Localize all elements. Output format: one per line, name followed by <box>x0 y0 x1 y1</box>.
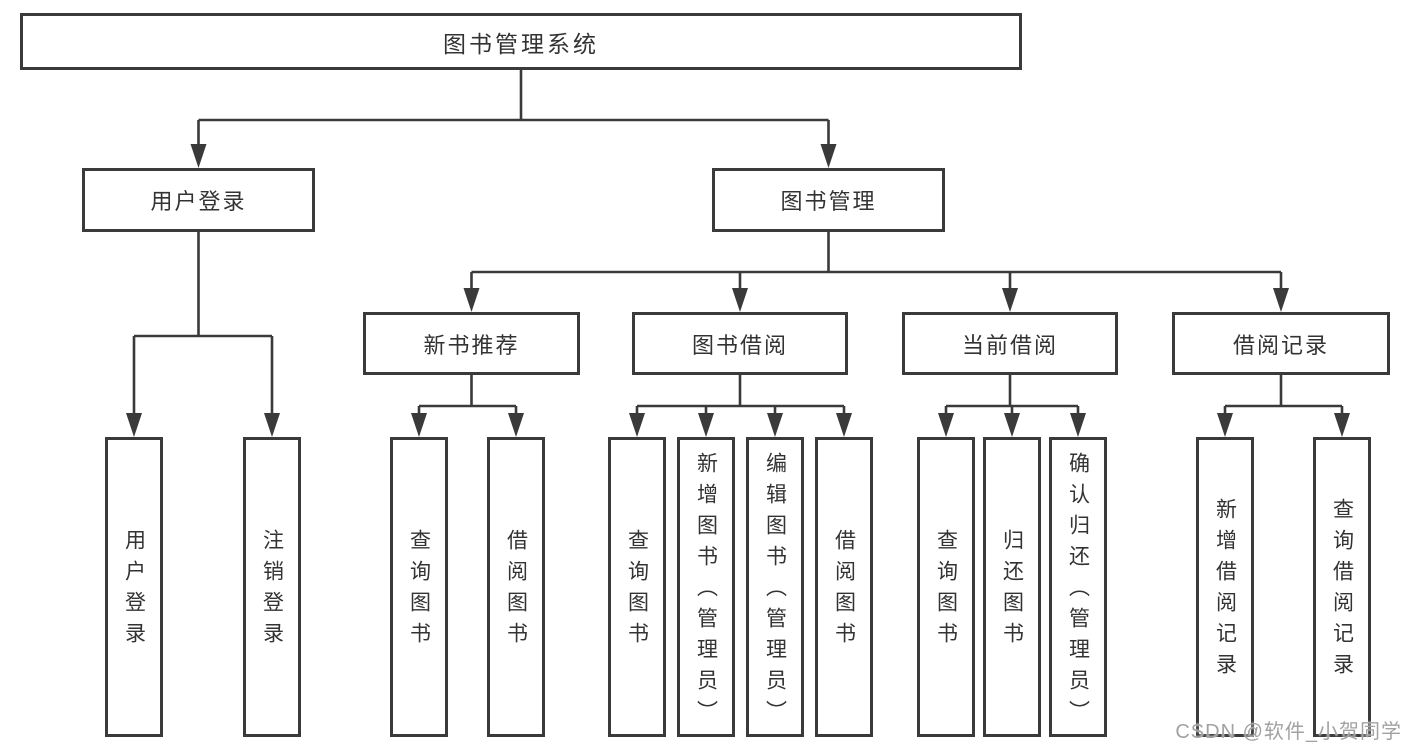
node-leaf-logout: 注销登录 <box>243 437 301 737</box>
node-leaf-query-books-borrow: 查询图书 <box>608 437 666 737</box>
node-leaf-confirm-return-admin: 确认归还（管理员） <box>1049 437 1107 737</box>
node-leaf-borrow-books: 借阅图书 <box>815 437 873 737</box>
node-book-management-branch: 图书管理 <box>712 168 945 232</box>
node-user-login-branch: 用户登录 <box>82 168 315 232</box>
node-book-borrowing: 图书借阅 <box>632 312 848 375</box>
node-current-borrowing: 当前借阅 <box>902 312 1118 375</box>
watermark: CSDN @软件_小贺同学 <box>1175 721 1402 743</box>
node-leaf-query-borrow-record: 查询借阅记录 <box>1313 437 1371 737</box>
node-leaf-query-books-newbook: 查询图书 <box>390 437 448 737</box>
node-leaf-add-books-admin: 新增图书（管理员） <box>677 437 735 737</box>
node-leaf-return-books: 归还图书 <box>983 437 1041 737</box>
node-new-book-recommend: 新书推荐 <box>363 312 580 375</box>
node-leaf-query-books-current: 查询图书 <box>917 437 975 737</box>
node-borrowing-records: 借阅记录 <box>1172 312 1390 375</box>
node-root: 图书管理系统 <box>20 13 1022 70</box>
node-leaf-user-login: 用户登录 <box>105 437 163 737</box>
node-leaf-edit-books-admin: 编辑图书（管理员） <box>746 437 804 737</box>
node-leaf-add-borrow-record: 新增借阅记录 <box>1196 437 1254 737</box>
node-leaf-borrow-books-newbook: 借阅图书 <box>487 437 545 737</box>
